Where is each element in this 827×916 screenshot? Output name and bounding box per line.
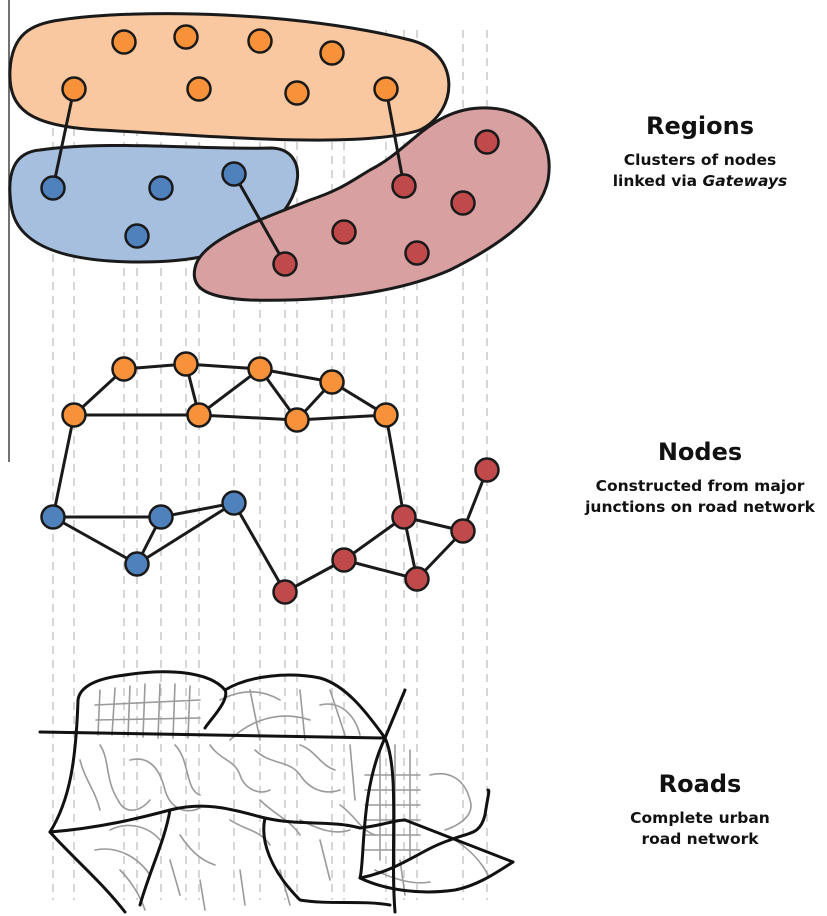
node-edge: [198, 413, 298, 422]
gateway-link: [232, 173, 287, 265]
graph-node-red: [331, 547, 357, 573]
region-node-blue: [221, 161, 247, 187]
gateway-link: [51, 88, 76, 189]
region-node-red: [404, 240, 430, 266]
graph-node-red: [474, 457, 500, 483]
region-node-blue: [124, 223, 150, 249]
graph-node-orange: [284, 407, 310, 433]
node-edge: [232, 502, 287, 593]
roads-desc-line1: Complete urban: [630, 809, 770, 827]
region-node-orange: [373, 76, 399, 102]
gateways-term: Gateways: [702, 172, 788, 190]
graph-node-orange: [186, 402, 212, 428]
minor-roads: [79, 683, 489, 911]
node-circles: [40, 351, 500, 605]
region-node-orange: [284, 80, 310, 106]
region-node-orange: [247, 28, 273, 54]
graph-node-orange: [247, 356, 273, 382]
node-edge: [136, 501, 235, 566]
gateway-link: [384, 88, 406, 187]
graph-node-orange: [61, 402, 87, 428]
region-node-blue: [40, 175, 66, 201]
graph-node-orange: [173, 351, 199, 377]
region-nodes: [40, 24, 500, 277]
regions-layer: [8, 12, 551, 302]
region-node-orange: [319, 40, 345, 66]
region-node-red: [331, 219, 357, 245]
graph-node-blue: [148, 504, 174, 530]
region-node-orange: [186, 76, 212, 102]
node-edge: [51, 414, 76, 518]
graph-node-red: [272, 579, 298, 605]
regions-label: Regions Clusters of nodes linked via Gat…: [585, 112, 815, 192]
region-node-blue: [148, 175, 174, 201]
node-edge: [296, 413, 387, 422]
graph-node-orange: [319, 369, 345, 395]
node-edge: [384, 414, 406, 518]
roads-desc-line2: road network: [641, 830, 759, 848]
gateway-links: [51, 88, 406, 265]
graph-node-blue: [124, 551, 150, 577]
regions-desc-line1: Clusters of nodes: [623, 151, 777, 169]
regions-title: Regions: [645, 112, 755, 140]
major-roads: [38, 670, 515, 914]
graph-node-orange: [111, 356, 137, 382]
graph-node-red: [450, 518, 476, 544]
nodes-desc-line2: junctions on road network: [585, 498, 815, 516]
region-node-orange: [61, 76, 87, 102]
graph-node-red: [391, 504, 417, 530]
graph-node-blue: [40, 504, 66, 530]
regions-desc-line2-prefix: linked via: [612, 172, 703, 190]
node-edge: [52, 515, 138, 566]
nodes-desc-line1: Constructed from major: [595, 477, 805, 495]
region-node-orange: [173, 24, 199, 50]
nodes-label: Nodes Constructed from major junctions o…: [575, 438, 825, 518]
regions-desc-line2: linked via Gateways: [585, 171, 815, 192]
region-node-red: [391, 173, 417, 199]
region-node-red: [474, 129, 500, 155]
region-node-red: [272, 251, 298, 277]
region-node-red: [450, 190, 476, 216]
nodes-layer: [40, 351, 500, 605]
node-edges: [51, 362, 489, 594]
graph-node-orange: [373, 402, 399, 428]
graph-node-blue: [221, 490, 247, 516]
graph-node-red: [404, 566, 430, 592]
roads-layer: [38, 670, 515, 914]
roads-label: Roads Complete urban road network: [585, 770, 815, 850]
nodes-title: Nodes: [657, 438, 743, 466]
region-node-orange: [111, 29, 137, 55]
roads-title: Roads: [658, 770, 742, 798]
